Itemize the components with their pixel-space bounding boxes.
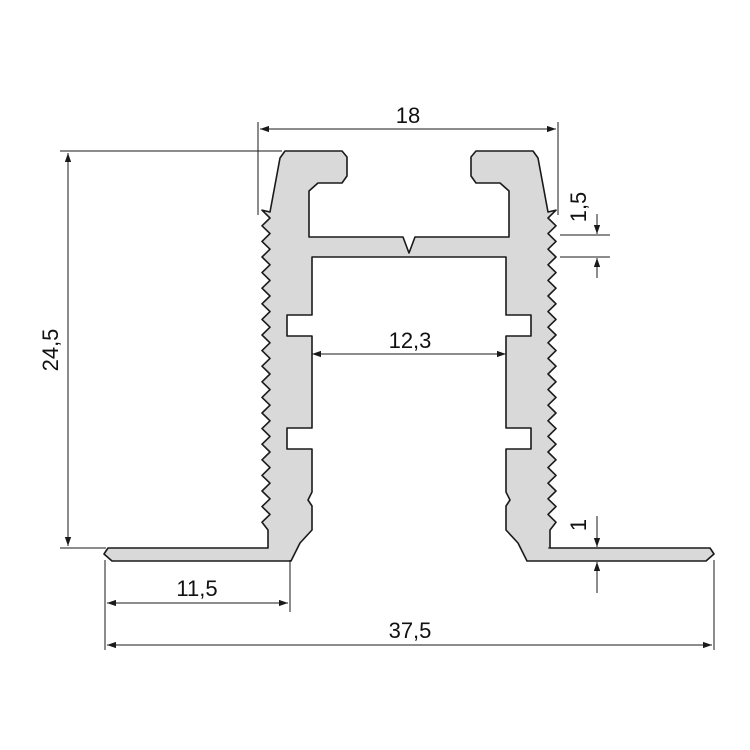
dimension-label-total-height: 24,5 [38, 329, 63, 372]
dimension-inner-width: 12,3 [312, 328, 506, 358]
dimension-total-height: 24,5 [38, 150, 282, 549]
dimension-label-lip-thickness: 1,5 [566, 192, 591, 223]
dimension-flange-width: 11,5 [104, 560, 291, 650]
aluminium-profile-section [103, 150, 715, 562]
dimension-label-flange-thickness: 1 [566, 519, 591, 531]
dimension-top-width: 18 [257, 103, 559, 215]
dimension-lip-thickness: 1,5 [560, 192, 610, 278]
dimension-label-top-width: 18 [396, 103, 420, 128]
dimension-flange-thickness: 1 [548, 516, 610, 593]
dimension-label-inner-width: 12,3 [389, 328, 432, 353]
dimension-label-flange-width: 11,5 [176, 576, 217, 601]
dimension-total-width: 37,5 [107, 560, 715, 650]
dimension-label-total-width: 37,5 [389, 618, 432, 643]
